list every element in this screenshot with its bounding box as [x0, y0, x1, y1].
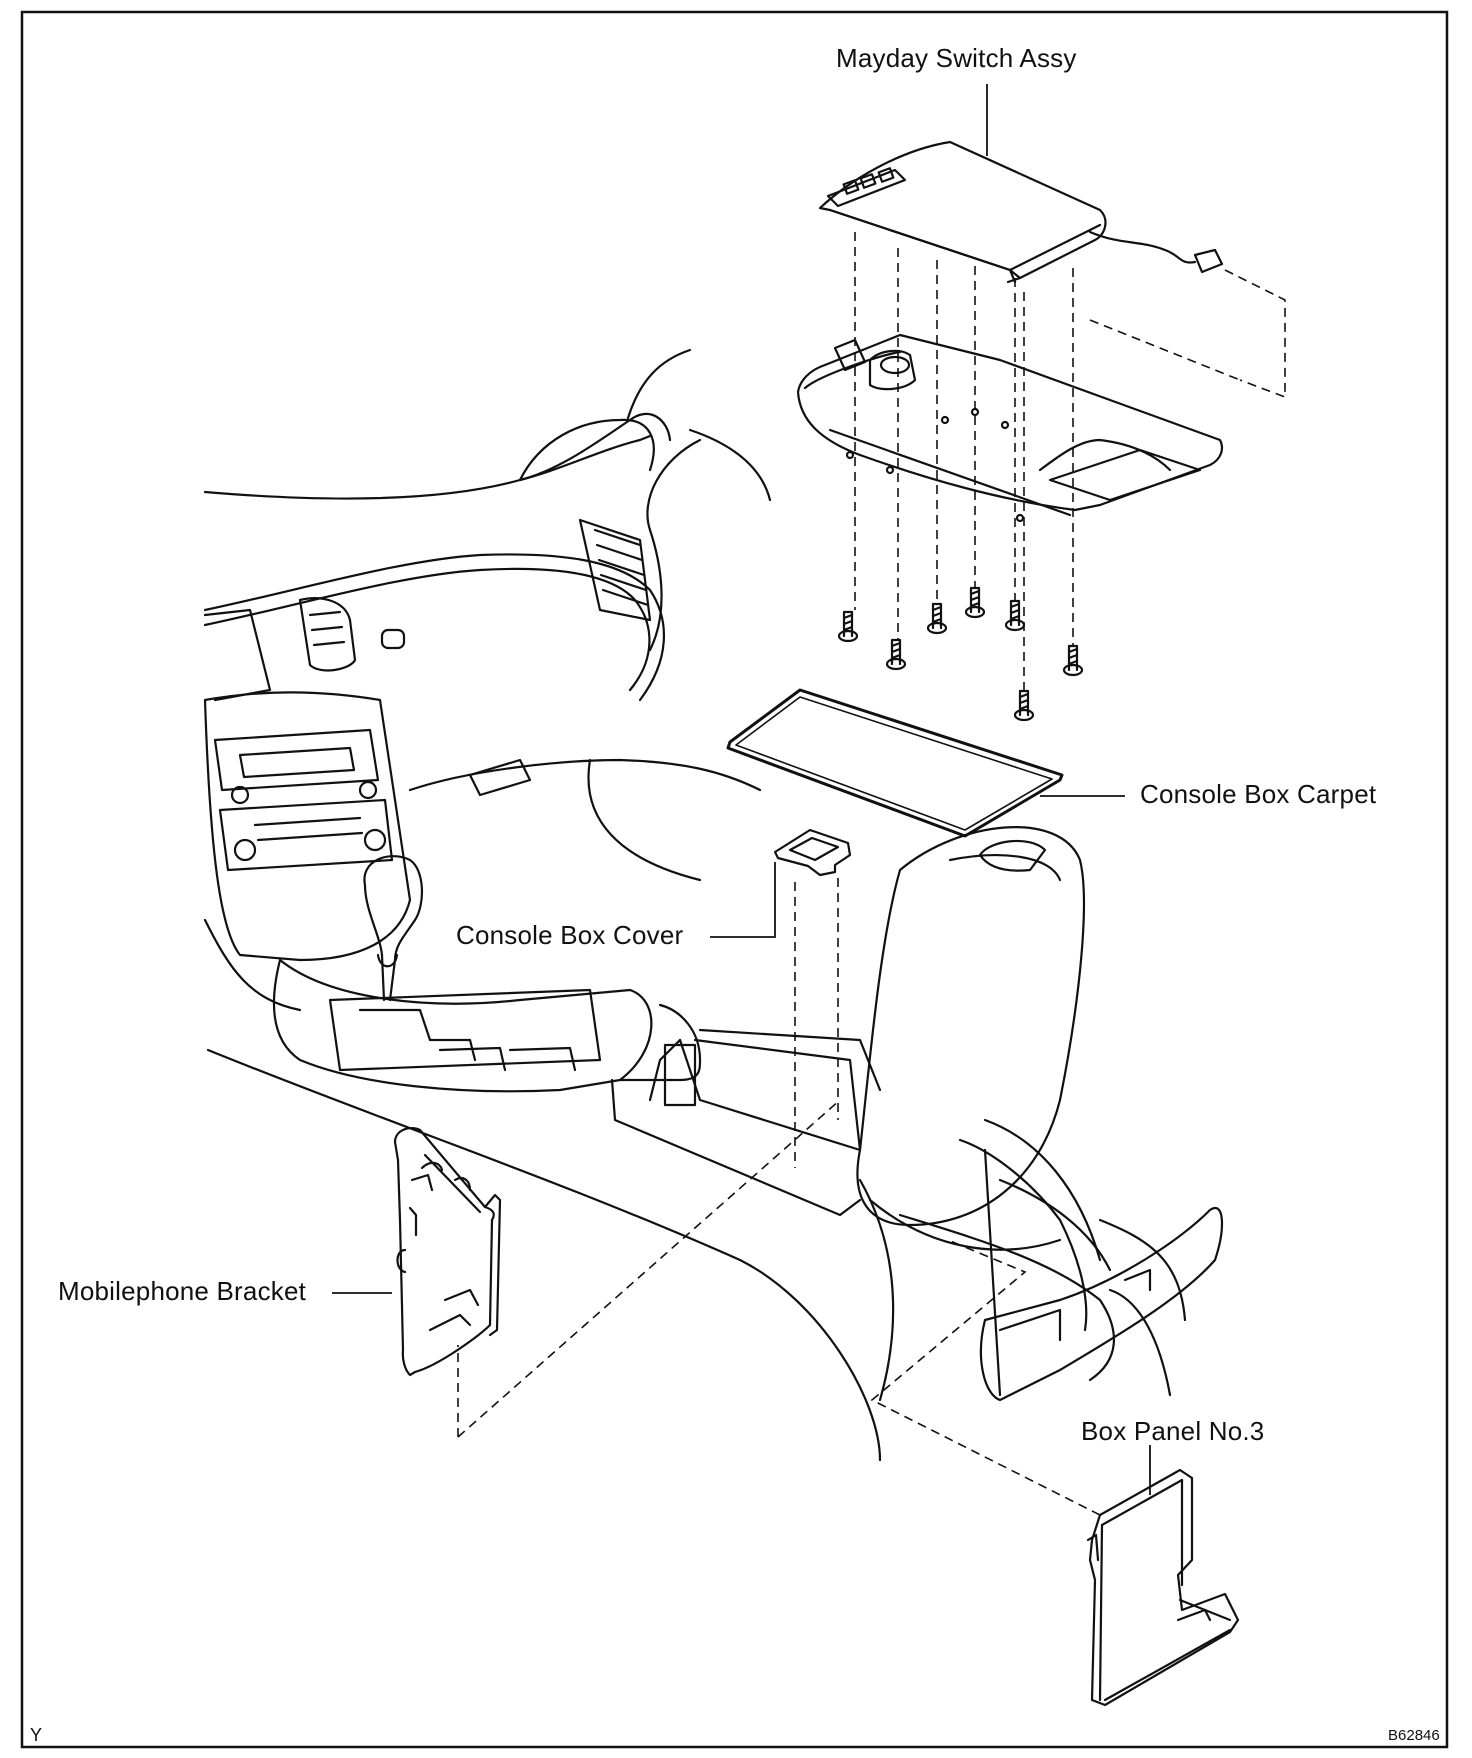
box-panel-no3-shape [1086, 1468, 1240, 1707]
label-mobilephone-bracket: Mobilephone Bracket [58, 1276, 307, 1306]
mobilephone-bracket-shape [393, 1126, 502, 1377]
switch-bracket-shape [796, 333, 1224, 523]
rear-side-panel [979, 1207, 1224, 1402]
corner-mark-left: Y [30, 1725, 43, 1745]
page-border [20, 10, 1449, 1749]
mayday-switch-assy-shape [818, 140, 1224, 284]
dashboard-outline [203, 348, 772, 1012]
label-box-panel-no3: Box Panel No.3 [1081, 1416, 1265, 1446]
console-box-carpet-shape [726, 688, 1064, 838]
console-lid [856, 826, 1187, 1397]
label-mayday-switch-assy: Mayday Switch Assy [836, 43, 1077, 73]
label-console-box-carpet: Console Box Carpet [1140, 779, 1377, 809]
leader-lines [332, 84, 1151, 1495]
center-console [206, 855, 895, 1462]
corner-mark-right: B62846 [1388, 1727, 1440, 1744]
assembly-dashed-lines [457, 232, 1286, 1516]
screws [837, 586, 1084, 722]
label-console-box-cover: Console Box Cover [456, 920, 684, 950]
console-box-cover-shape [773, 828, 852, 877]
